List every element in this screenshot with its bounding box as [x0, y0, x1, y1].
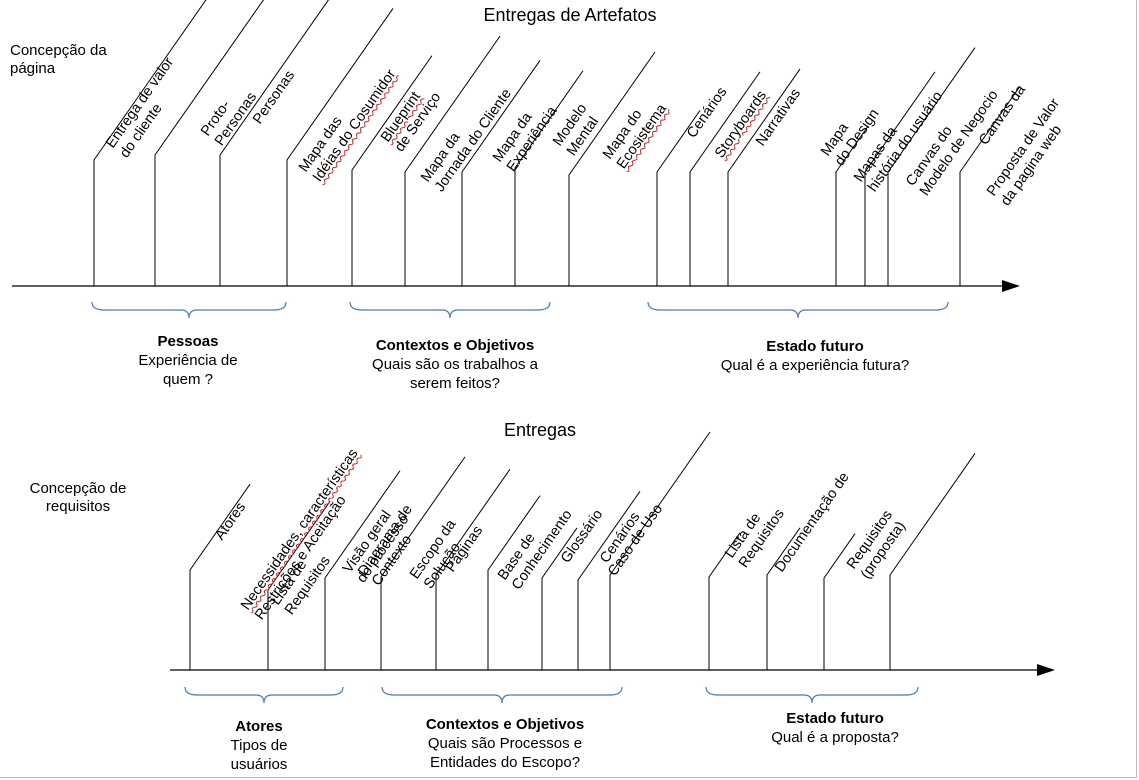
bottom-side-label: Concepção de requisitos [29, 480, 127, 515]
bottom-timeline-stem [708, 532, 741, 670]
top-timeline-stem [656, 110, 701, 286]
top-timeline-stem [835, 125, 869, 286]
top-timeline-stem [154, 0, 265, 286]
top-group-brace [647, 301, 949, 319]
bottom-timeline-stem [267, 501, 331, 670]
top-timeline-stem [286, 8, 394, 286]
bottom-group-question: Qual é a proposta? [771, 729, 899, 746]
bottom-group-name: Contextos e Objetivos [425, 716, 585, 733]
top-axis-arrowhead [1002, 280, 1020, 292]
top-timeline-stem [514, 70, 584, 286]
top-side-label: Concepção da página [10, 42, 107, 77]
top-group-question: Experiência de quem ? [138, 352, 238, 388]
bottom-timeline-stem [609, 431, 711, 670]
top-timeline-stem [219, 0, 330, 286]
bottom-group-name: Atores [235, 718, 283, 735]
bottom-group-name: Estado futuro [786, 710, 884, 727]
bottom-timeline-stem [189, 483, 251, 670]
bottom-group-question: Tipos de usuários [230, 737, 288, 773]
top-group-question: Quais são os trabalhos a serem feitos? [372, 356, 538, 392]
bottom-axis-arrowhead [1037, 664, 1055, 676]
bottom-group-brace [381, 686, 623, 704]
bottom-group-brace [705, 686, 919, 704]
top-timeline-stem [568, 51, 656, 286]
bottom-timeline-stem [577, 491, 641, 670]
bottom-timeline-stem [435, 468, 511, 670]
top-group-name: Estado futuro [766, 338, 864, 355]
bottom-timeline-stem [766, 527, 801, 670]
bottom-timeline-stem [380, 456, 466, 670]
top-timeline-stem [93, 0, 207, 286]
top-group-name: Pessoas [157, 333, 219, 350]
top-timeline-stem [461, 60, 541, 286]
top-timeline-stem [887, 47, 976, 286]
bottom-timeline-stem [541, 527, 578, 670]
top-group-name: Contextos e Objetivos [375, 337, 535, 354]
bottom-title: Entregas [503, 420, 577, 440]
bottom-timeline-stem [324, 470, 401, 670]
top-title: Entregas de Artefatos [483, 5, 657, 25]
top-group-question: Qual é a experiência futura? [720, 357, 910, 374]
bottom-timeline-stem [823, 533, 856, 670]
top-timeline-stem [864, 71, 936, 286]
top-timeline-stem [727, 68, 801, 286]
top-group-brace [349, 301, 551, 319]
top-timeline-stem [404, 35, 501, 286]
bottom-timeline-stem [889, 453, 976, 670]
bottom-timeline-stem [487, 495, 541, 670]
bottom-group-brace [184, 686, 344, 704]
top-timeline-stem [689, 71, 761, 286]
top-timeline-stem [351, 55, 433, 286]
top-group-brace [91, 301, 287, 319]
bottom-group-question: Quais são Processos e Entidades do Escop… [427, 735, 583, 771]
top-timeline-stem [959, 85, 1021, 286]
